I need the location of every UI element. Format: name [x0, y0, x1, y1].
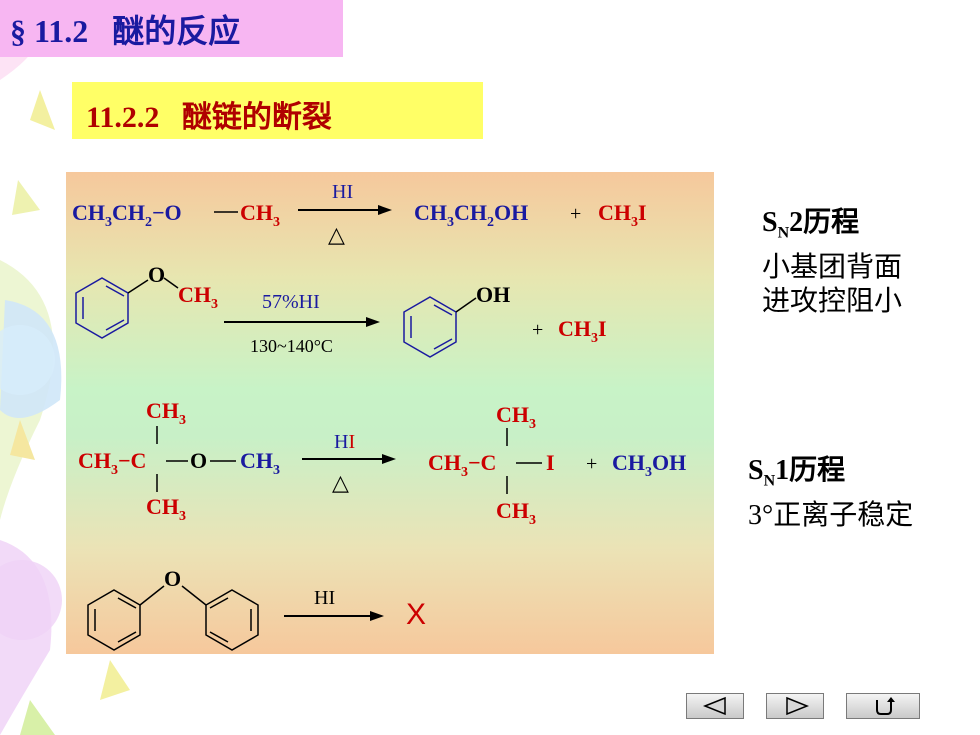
- svg-text:HI: HI: [314, 587, 335, 609]
- svg-text:CH3I: CH3I: [558, 316, 607, 346]
- sn2-line2: 小基团背面: [762, 251, 903, 283]
- svg-text:O: O: [164, 566, 181, 591]
- svg-text:O: O: [190, 448, 207, 473]
- svg-text:OH: OH: [476, 282, 510, 307]
- svg-text:CH3: CH3: [146, 398, 186, 428]
- svg-text:CH3: CH3: [178, 282, 218, 312]
- sn2-note: SN2历程 小基团背面 进攻控阻小: [762, 206, 902, 319]
- return-button[interactable]: [846, 693, 920, 719]
- reaction-3: CH3 CH3−C O CH3 CH3 HI △ CH3 CH3−C I CH: [78, 398, 686, 528]
- svg-text:HI: HI: [334, 431, 355, 453]
- subsection-title: 11.2.2 醚链的断裂: [86, 101, 332, 134]
- svg-text:CH3: CH3: [496, 498, 536, 528]
- svg-text:△: △: [328, 222, 345, 247]
- sn1-title: SN1历程: [748, 455, 846, 490]
- svg-text:CH3: CH3: [146, 494, 186, 524]
- svg-text:CH3: CH3: [496, 402, 536, 432]
- section-title: § 11.2 醚的反应: [10, 13, 241, 49]
- reaction-scheme: CH3CH2−O CH3 HI △ CH3CH2OH + CH3I O: [72, 181, 686, 651]
- svg-text:CH3I: CH3I: [598, 200, 647, 230]
- prev-button[interactable]: [686, 693, 744, 719]
- sn1-note: SN1历程 3°正离子稳定: [748, 454, 913, 533]
- svg-text:CH3: CH3: [240, 200, 280, 230]
- sn2-title: SN2历程: [762, 207, 860, 242]
- svg-text:+: +: [570, 203, 581, 225]
- svg-text:CH3CH2−O: CH3CH2−O: [72, 200, 182, 230]
- svg-text:CH3−C: CH3−C: [428, 450, 496, 480]
- svg-text:130~140°C: 130~140°C: [250, 336, 333, 356]
- section-header: § 11.2 醚的反应: [0, 0, 343, 57]
- reaction-panel: CH3CH2−O CH3 HI △ CH3CH2OH + CH3I O: [66, 172, 714, 654]
- left-triangle-icon: [702, 696, 726, 716]
- svg-text:CH3−C: CH3−C: [78, 448, 146, 478]
- reaction-1: CH3CH2−O CH3 HI △ CH3CH2OH + CH3I: [72, 181, 647, 247]
- subsection-header: 11.2.2 醚链的断裂: [72, 82, 483, 139]
- svg-text:57%HI: 57%HI: [262, 291, 320, 313]
- sn2-line3: 进攻控阻小: [762, 285, 903, 317]
- right-triangle-icon: [786, 696, 810, 716]
- reaction-4: O HI X: [87, 566, 426, 651]
- svg-text:CH3: CH3: [240, 448, 280, 478]
- next-button[interactable]: [766, 693, 824, 719]
- svg-text:X: X: [406, 598, 426, 631]
- svg-text:CH3OH: CH3OH: [612, 450, 686, 480]
- svg-text:+: +: [586, 453, 597, 475]
- svg-text:O: O: [148, 262, 165, 287]
- svg-text:HI: HI: [332, 181, 353, 203]
- svg-text:CH3CH2OH: CH3CH2OH: [414, 200, 528, 230]
- sn1-line2: 3°正离子稳定: [748, 499, 914, 531]
- svg-text:I: I: [546, 450, 555, 475]
- reaction-2: O CH3 57%HI 130~140°C OH + CH3I: [75, 262, 607, 358]
- return-arrow-icon: [876, 697, 895, 715]
- svg-text:+: +: [532, 319, 543, 341]
- svg-text:△: △: [332, 470, 349, 495]
